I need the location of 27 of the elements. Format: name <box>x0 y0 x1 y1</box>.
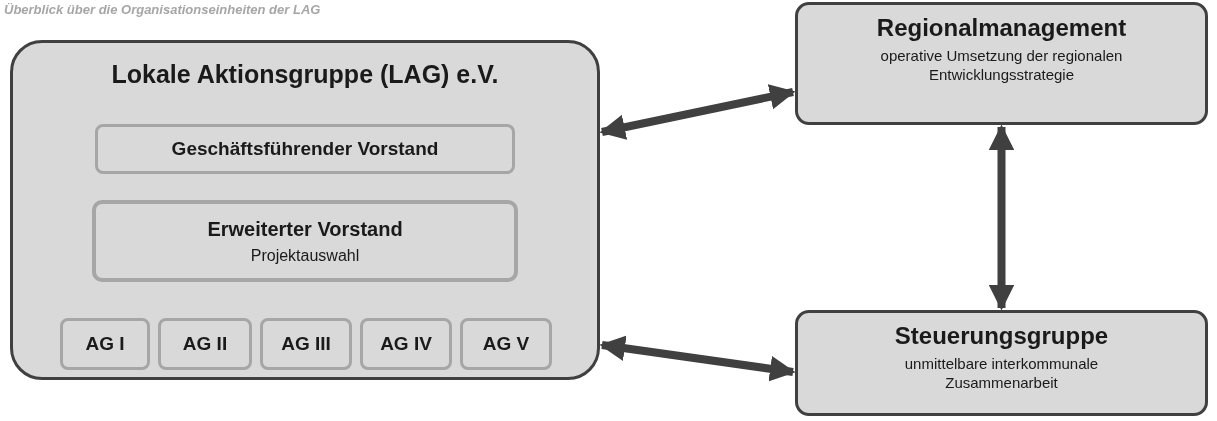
node-description: operative Umsetzung der regionalen Entwicklungsstrategie <box>879 47 1124 85</box>
double-arrow <box>988 124 1015 311</box>
node-description: unmittelbare interkommunale Zusammenarbeit <box>903 355 1100 393</box>
node-title: AG IV <box>379 332 433 356</box>
process-box <box>795 310 1208 416</box>
double-arrow <box>599 335 796 382</box>
double-arrow <box>599 84 796 140</box>
node-title: Steuerungsgruppe <box>893 321 1110 351</box>
diagram-title: Überblick über die Organisationseinheiten der LAG <box>4 1 321 19</box>
process-box <box>260 318 352 370</box>
process-box <box>795 2 1208 125</box>
process-box <box>60 318 150 370</box>
node-title: Lokale Aktionsgruppe (LAG) e.V. <box>110 59 500 90</box>
group-box <box>10 40 600 380</box>
node-title: AG I <box>84 332 126 356</box>
node-title: Erweiterter Vorstand <box>206 216 404 242</box>
process-box <box>95 124 515 174</box>
node-description: Projektauswahl <box>249 245 361 266</box>
node-title: Geschäftsführender Vorstand <box>170 137 440 161</box>
process-box <box>360 318 452 370</box>
process-box <box>92 200 518 282</box>
node-title: AG V <box>481 332 531 356</box>
process-box <box>158 318 252 370</box>
process-box <box>460 318 552 370</box>
node-title: Regionalmanagement <box>875 13 1128 43</box>
node-title: AG III <box>280 332 332 356</box>
node-title: AG II <box>181 332 229 356</box>
